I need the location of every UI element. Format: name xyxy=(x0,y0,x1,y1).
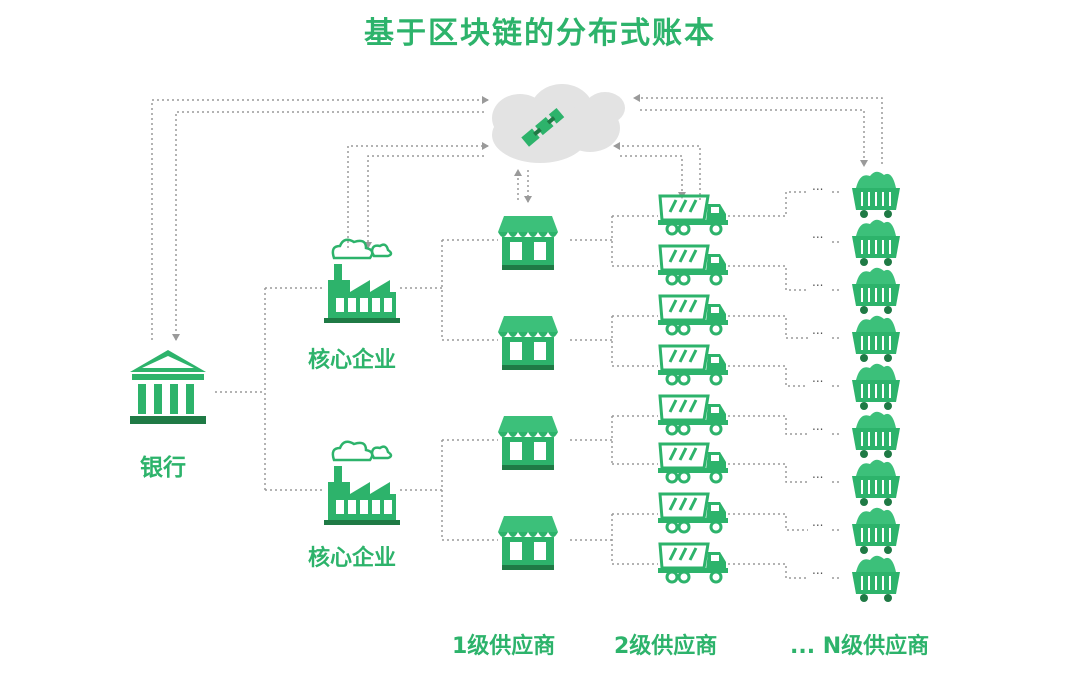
tierN-mine-cart-icon xyxy=(851,410,901,459)
bank-label: 银行 xyxy=(140,455,186,481)
blockchain-link-icon xyxy=(521,107,565,147)
tier2-truck-icon xyxy=(656,344,730,386)
tierN-mine-cart-icon xyxy=(851,458,901,507)
tierN-mine-cart-icon xyxy=(851,314,901,363)
ledger-sync-arrows xyxy=(151,94,883,341)
cloud-icon xyxy=(492,84,625,163)
tier2-truck-icon xyxy=(656,194,730,236)
diagram-title: 基于区块链的分布式账本 xyxy=(364,16,716,51)
tier1-store-icon xyxy=(498,516,558,570)
tier1-store-icon xyxy=(498,216,558,270)
core-enterprise-factory-icon xyxy=(322,440,402,527)
ellipsis-mark: ... xyxy=(812,323,823,337)
ellipsis-mark: ... xyxy=(812,467,823,481)
connector-lines xyxy=(215,191,842,579)
ellipsis-mark: ... xyxy=(812,563,823,577)
bank-icon xyxy=(130,350,206,424)
tier2-truck-icon xyxy=(656,244,730,286)
core-enterprise-label: 核心企业 xyxy=(308,546,397,571)
tierN-supplier-label: ... N级供应商 xyxy=(790,634,930,659)
ellipsis-mark: ... xyxy=(812,227,823,241)
ellipsis-mark: ... xyxy=(812,179,823,193)
tierN-mine-cart-icon xyxy=(851,506,901,555)
tier2-truck-icon xyxy=(656,394,730,436)
tier1-store-icon xyxy=(498,316,558,370)
tier2-truck-icon xyxy=(656,442,730,484)
tierN-mine-cart-icon xyxy=(851,218,901,267)
tierN-mine-cart-icon xyxy=(851,362,901,411)
tier2-supplier-label: 2级供应商 xyxy=(614,634,718,659)
ellipsis-mark: ... xyxy=(812,419,823,433)
tierN-mine-cart-icon xyxy=(851,170,901,219)
core-enterprise-label: 核心企业 xyxy=(308,348,397,373)
ellipsis-mark: ... xyxy=(812,371,823,385)
tierN-mine-cart-icon xyxy=(851,266,901,315)
tier2-truck-icon xyxy=(656,542,730,584)
core-enterprise-factory-icon xyxy=(322,238,402,325)
tier1-supplier-label: 1级供应商 xyxy=(452,634,556,659)
ellipsis-mark: ... xyxy=(812,515,823,529)
tier1-store-icon xyxy=(498,416,558,470)
ellipsis-mark: ... xyxy=(812,275,823,289)
tier2-truck-icon xyxy=(656,294,730,336)
tierN-mine-cart-icon xyxy=(851,554,901,603)
tier2-truck-icon xyxy=(656,492,730,534)
